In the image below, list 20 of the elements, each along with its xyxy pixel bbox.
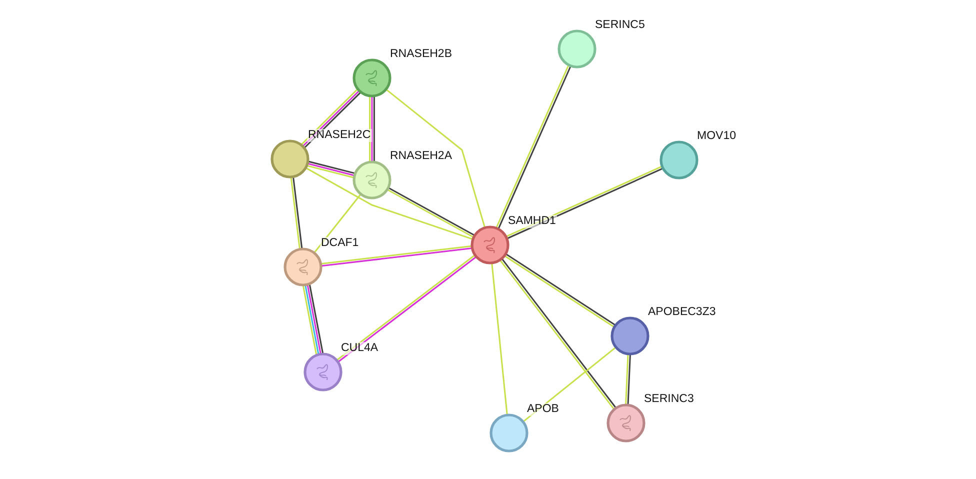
interaction-line xyxy=(290,178,300,249)
protein-label: RNASEH2C xyxy=(307,129,372,142)
interaction-line xyxy=(373,96,375,162)
interaction-line xyxy=(292,177,303,248)
interaction-line xyxy=(306,168,472,240)
interaction-line xyxy=(491,263,508,415)
protein-label: SAMHD1 xyxy=(507,215,557,228)
protein-label: DCAF1 xyxy=(320,237,360,250)
interaction-line xyxy=(625,354,629,404)
interaction-line xyxy=(314,194,361,253)
protein-label: CUL4A xyxy=(340,342,380,355)
interaction-line xyxy=(307,165,354,178)
interaction-line xyxy=(371,96,373,162)
protein-label: APOB xyxy=(526,403,560,416)
interaction-line xyxy=(369,96,371,162)
interaction-line xyxy=(523,347,616,422)
interaction-line xyxy=(308,160,355,174)
interaction-line xyxy=(627,354,631,405)
interaction-line xyxy=(308,162,354,176)
interaction-line xyxy=(386,89,486,228)
